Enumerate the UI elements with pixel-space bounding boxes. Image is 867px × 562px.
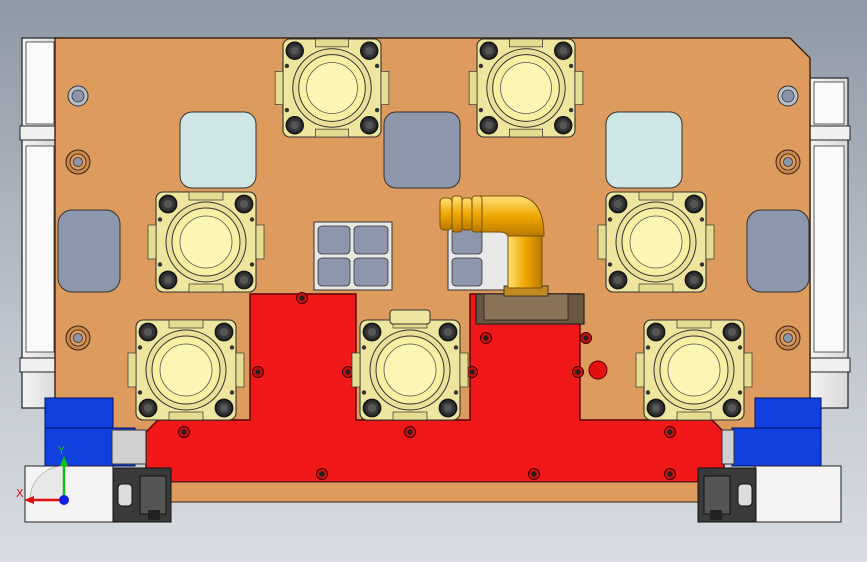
center-grid-window [313,221,393,291]
right-bottom-actuator [697,465,842,523]
manifold-screw [316,468,328,480]
manifold-screw [572,366,584,378]
manifold-screw [342,366,354,378]
manifold-screw [178,426,190,438]
plate-hole [777,85,799,107]
clamp-cylinder [468,38,584,138]
clamp-cylinder [127,319,245,421]
manifold-screw [466,366,478,378]
clamp-cylinder [274,38,390,138]
plate-hole [65,325,91,351]
left-blue-block[interactable] [44,397,147,467]
plate-hole [65,149,91,175]
clamp-cylinder [635,319,753,421]
manifold-screw [480,332,492,344]
window-right-glass [605,111,683,189]
manifold-screw [664,468,676,480]
plate-hole [775,325,801,351]
window-center-open [383,111,461,189]
right-slot-cutout [746,209,810,293]
elbow-fitting[interactable] [439,195,585,325]
plate-hole [775,149,801,175]
triad-z-axis [59,495,69,505]
triad-x-label: X [16,487,24,500]
right-blue-block[interactable] [721,397,822,467]
left-slot-cutout [57,209,121,293]
manifold-screw [528,468,540,480]
right-side-rail [751,77,851,409]
clamp-cylinders [127,38,753,421]
plate-hole [67,85,89,107]
manifold-screw [252,366,264,378]
coordinate-triad: Y X [16,444,69,505]
manifold-screw [296,292,308,304]
plate-mounting-holes [65,85,801,351]
clamp-cylinder [147,191,265,293]
clamp-cylinder [597,191,715,293]
manifold-base-strip [169,481,699,503]
window-left-glass [179,111,257,189]
clamp-cylinder [351,309,469,421]
red-port [588,360,608,380]
manifold-screw [664,426,676,438]
manifold-screw [404,426,416,438]
manifold-screw [580,332,592,344]
triad-y-label: Y [57,444,65,457]
center-grid-window-right [447,221,519,291]
